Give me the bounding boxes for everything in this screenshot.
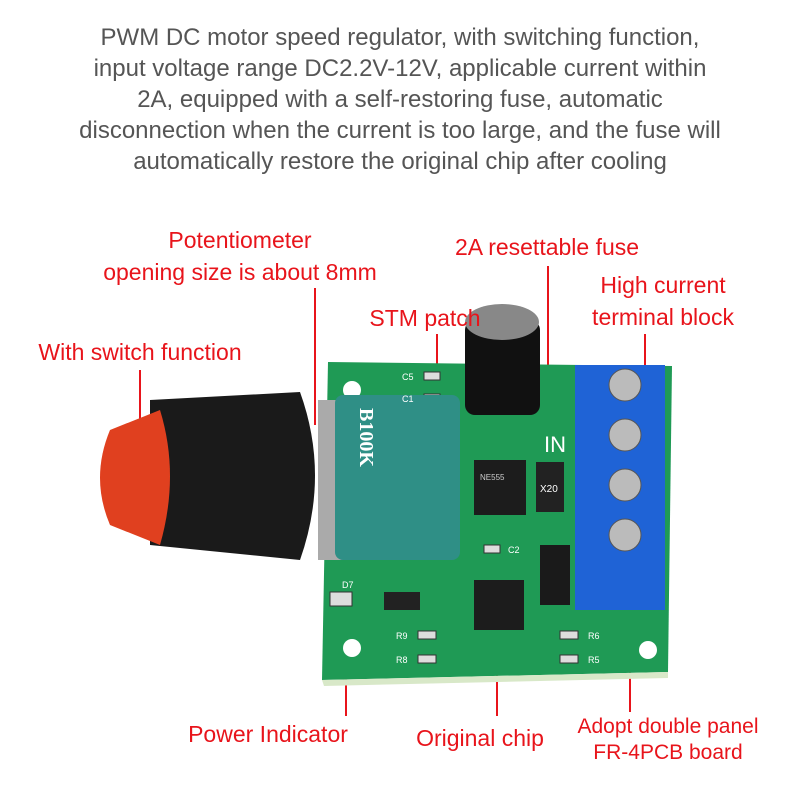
label-terminal: High current terminal block [592, 269, 734, 333]
mark-ic: NE555 [480, 473, 505, 482]
capacitor [465, 320, 540, 415]
mark-in: IN [544, 432, 566, 457]
ic-ne555 [474, 460, 526, 515]
mark-c5: C5 [402, 372, 414, 382]
mark-r8: R8 [396, 655, 408, 665]
label-fuse: 2A resettable fuse [454, 234, 640, 260]
potentiometer [335, 395, 460, 560]
mark-r6: R6 [588, 631, 600, 641]
label-line: terminal block [592, 304, 734, 330]
label-power: Power Indicator [188, 721, 348, 747]
label-stm: STM patch [369, 305, 481, 331]
description-line: 2A, equipped with a self-restoring fuse,… [137, 86, 663, 113]
ic-original-chip [474, 580, 524, 630]
label-board: Adopt double panel FR-4PCB board [578, 714, 759, 766]
switch-knob-cap [100, 410, 170, 545]
mark-c1: C1 [402, 394, 414, 404]
mark-r9: R9 [396, 631, 408, 641]
label-chip: Original chip [416, 725, 544, 751]
mark-r5: R5 [588, 655, 600, 665]
label-line: opening size is about 8mm [103, 259, 377, 285]
mark-fuse: X20 [540, 484, 558, 495]
description-line: PWM DC motor speed regulator, with switc… [100, 24, 700, 51]
description-line: automatically restore the original chip … [133, 148, 667, 175]
label-potentiometer: Potentiometer opening size is about 8mm [103, 224, 377, 288]
label-line: Potentiometer [168, 227, 312, 253]
mark-c2: C2 [508, 545, 520, 555]
label-switch: With switch function [38, 339, 242, 365]
product-description: PWM DC motor speed regulator, with switc… [20, 22, 780, 177]
mark-pot: B100K [355, 408, 377, 467]
mark-d7: D7 [342, 580, 354, 590]
knob [150, 392, 315, 560]
description-line: input voltage range DC2.2V-12V, applicab… [93, 55, 707, 82]
label-line: FR-4PCB board [593, 741, 743, 764]
label-line: High current [600, 272, 726, 298]
label-line: Adopt double panel [577, 715, 759, 738]
description-line: disconnection when the current is too la… [79, 117, 721, 144]
